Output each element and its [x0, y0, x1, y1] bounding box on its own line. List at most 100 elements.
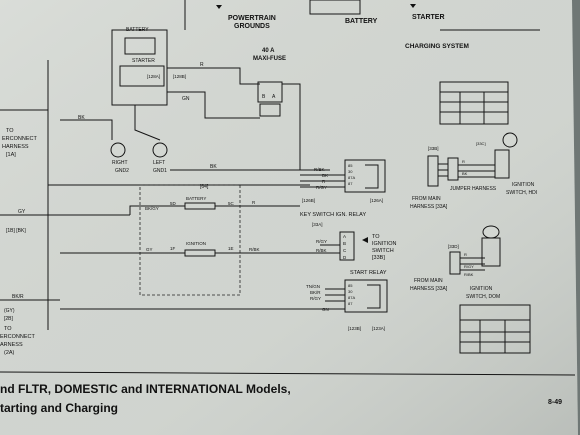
relay-pin-85: 85 — [348, 163, 353, 168]
sw-pin-b: B — [343, 241, 346, 246]
conn-33c-label: [33C] — [476, 141, 486, 146]
fuse-ignition-label: IGNITION — [186, 241, 206, 246]
gnd-right-label: RIGHT — [112, 160, 128, 166]
conn-126a: [126A] — [370, 198, 383, 203]
gnd-left-id: GND1 — [153, 168, 167, 174]
sw-pin-c: C — [343, 248, 347, 253]
ground-left-symbol — [152, 142, 168, 158]
wire-ground-right — [60, 119, 113, 140]
starter-label: STARTER — [132, 58, 155, 64]
left-interconnect-1: ERCONNECT — [2, 136, 37, 142]
conn-128b: [128B] — [173, 74, 186, 79]
dom-connector — [449, 251, 461, 275]
relay2-pin-87a: 87A — [348, 295, 355, 300]
fuse-block-label: [64] — [200, 184, 209, 190]
footer-title-2: tarting and Charging — [0, 401, 118, 415]
jumper-harness-label: JUMPER HARNESS — [450, 186, 497, 192]
wire-label-bk-r-left: BK/R — [12, 294, 24, 300]
wire-bk-gy — [129, 205, 185, 215]
ign-switch-connector — [339, 231, 355, 261]
fuse-title-1: 40 A — [262, 48, 275, 54]
gnd-right-id: GND2 — [115, 168, 129, 174]
fuse-pin-a: A — [272, 94, 276, 100]
maxi-fuse-body — [257, 81, 283, 103]
sw-pin-d: D — [343, 255, 347, 260]
conn-126b: [126B] — [302, 198, 315, 203]
page-number: 8-49 — [548, 399, 562, 406]
hdi-switch-body — [494, 149, 510, 179]
conn-123b: [123B] — [348, 326, 361, 331]
pin-5d: 5D — [170, 201, 177, 206]
ground-right-symbol — [110, 142, 126, 158]
wire-label-r-jumper: R — [462, 159, 465, 164]
wire-label-bk-jumper: BK — [462, 171, 468, 176]
wire-label-bk-mid: BK — [210, 164, 217, 170]
jumper-wires-out — [458, 164, 495, 178]
wire-label-bk-left: BK — [78, 115, 85, 121]
wire-fuse-out — [282, 83, 301, 170]
header-starter: STARTER — [412, 14, 445, 21]
fuse-pin-b: B — [262, 94, 266, 100]
from-main-2a: FROM MAIN — [414, 278, 443, 284]
left-1a: [1A] — [6, 152, 16, 158]
wire-label-tn-gn: TN/GN — [306, 284, 320, 289]
starter-symbol — [119, 65, 165, 87]
from-main-1a: FROM MAIN — [412, 196, 441, 202]
to-ign-2: IGNITION — [372, 241, 396, 247]
left-bottom-2b: [2B] — [4, 316, 14, 322]
pin-1e: 1E — [228, 246, 234, 251]
sw-pin-a: A — [343, 234, 346, 239]
left-conn-1b: [1B] [BK] — [6, 228, 26, 234]
wire-starter-to-fuse — [167, 67, 260, 85]
jumper-connector-b — [447, 157, 459, 181]
arrow-powertrain — [216, 5, 222, 9]
start-relay-box — [344, 279, 388, 313]
start-relay-coil — [367, 284, 381, 309]
relay-coil — [365, 164, 379, 189]
wire-label-bk-gy: BK/GY — [145, 206, 159, 211]
relay-pin-30: 30 — [348, 169, 353, 174]
wire-fuse-in — [204, 97, 260, 119]
to-ign-4: [33B] — [372, 255, 385, 261]
wire-label-gy2: GY — [146, 247, 153, 252]
to-ign-3: SWITCH — [372, 248, 394, 254]
left-bottom-harness: ARNESS — [0, 342, 23, 348]
battery-symbol — [124, 37, 156, 55]
header-powertrain-1: POWERTRAIN — [228, 15, 276, 22]
conn-33a: [33A] — [312, 222, 323, 227]
relay-pin-87: 87 — [348, 181, 353, 186]
hdi-label-2: SWITCH, HDI — [506, 190, 537, 196]
paper-edge — [572, 0, 580, 435]
wire-label-r-mid: R — [252, 200, 256, 205]
fuse-battery-label: BATTERY — [186, 196, 206, 201]
pin-1f: 1F — [170, 246, 176, 251]
from-main-2b: HARNESS [33A] — [410, 286, 448, 292]
wire-label-r-bk3: R/BK — [316, 248, 327, 253]
wire-label-r-gy3: R/GY — [310, 296, 321, 301]
wire-label-r-top: R — [200, 62, 204, 68]
wire-label-bk-r: BK/R — [310, 290, 321, 295]
left-bottom-2a: (2A) — [4, 350, 15, 356]
footer-title-1: nd FLTR, DOMESTIC and INTERNATIONAL Mode… — [0, 382, 291, 396]
conn-33d-label: [33D] — [448, 244, 459, 249]
conn-128a: [128A] — [147, 74, 160, 79]
left-bottom-interconnect: ERCONNECT — [0, 334, 35, 340]
footer-rule — [0, 371, 576, 376]
wire-label-r-bk2: R/BK — [249, 247, 260, 252]
maxi-fuse-holder — [259, 103, 281, 117]
table-bottom — [459, 304, 531, 354]
pin-5c: 5C — [228, 201, 235, 206]
wire-label-r-bk: R/BK — [314, 167, 325, 172]
left-bottom-to: TO — [4, 326, 12, 332]
relay2-pin-85: 85 — [348, 283, 353, 288]
wire-label-gy-left: GY — [18, 209, 26, 215]
header-battery: BATTERY — [345, 18, 378, 25]
to-ign-arrow — [362, 237, 368, 243]
header-powertrain-2: GROUNDS — [234, 23, 270, 30]
dom-switch-knob — [482, 225, 500, 239]
wire-label-r-dom: R — [464, 252, 467, 257]
wire-label-r-gy-dom: R/GY — [464, 264, 474, 269]
left-to: TO — [6, 128, 14, 134]
